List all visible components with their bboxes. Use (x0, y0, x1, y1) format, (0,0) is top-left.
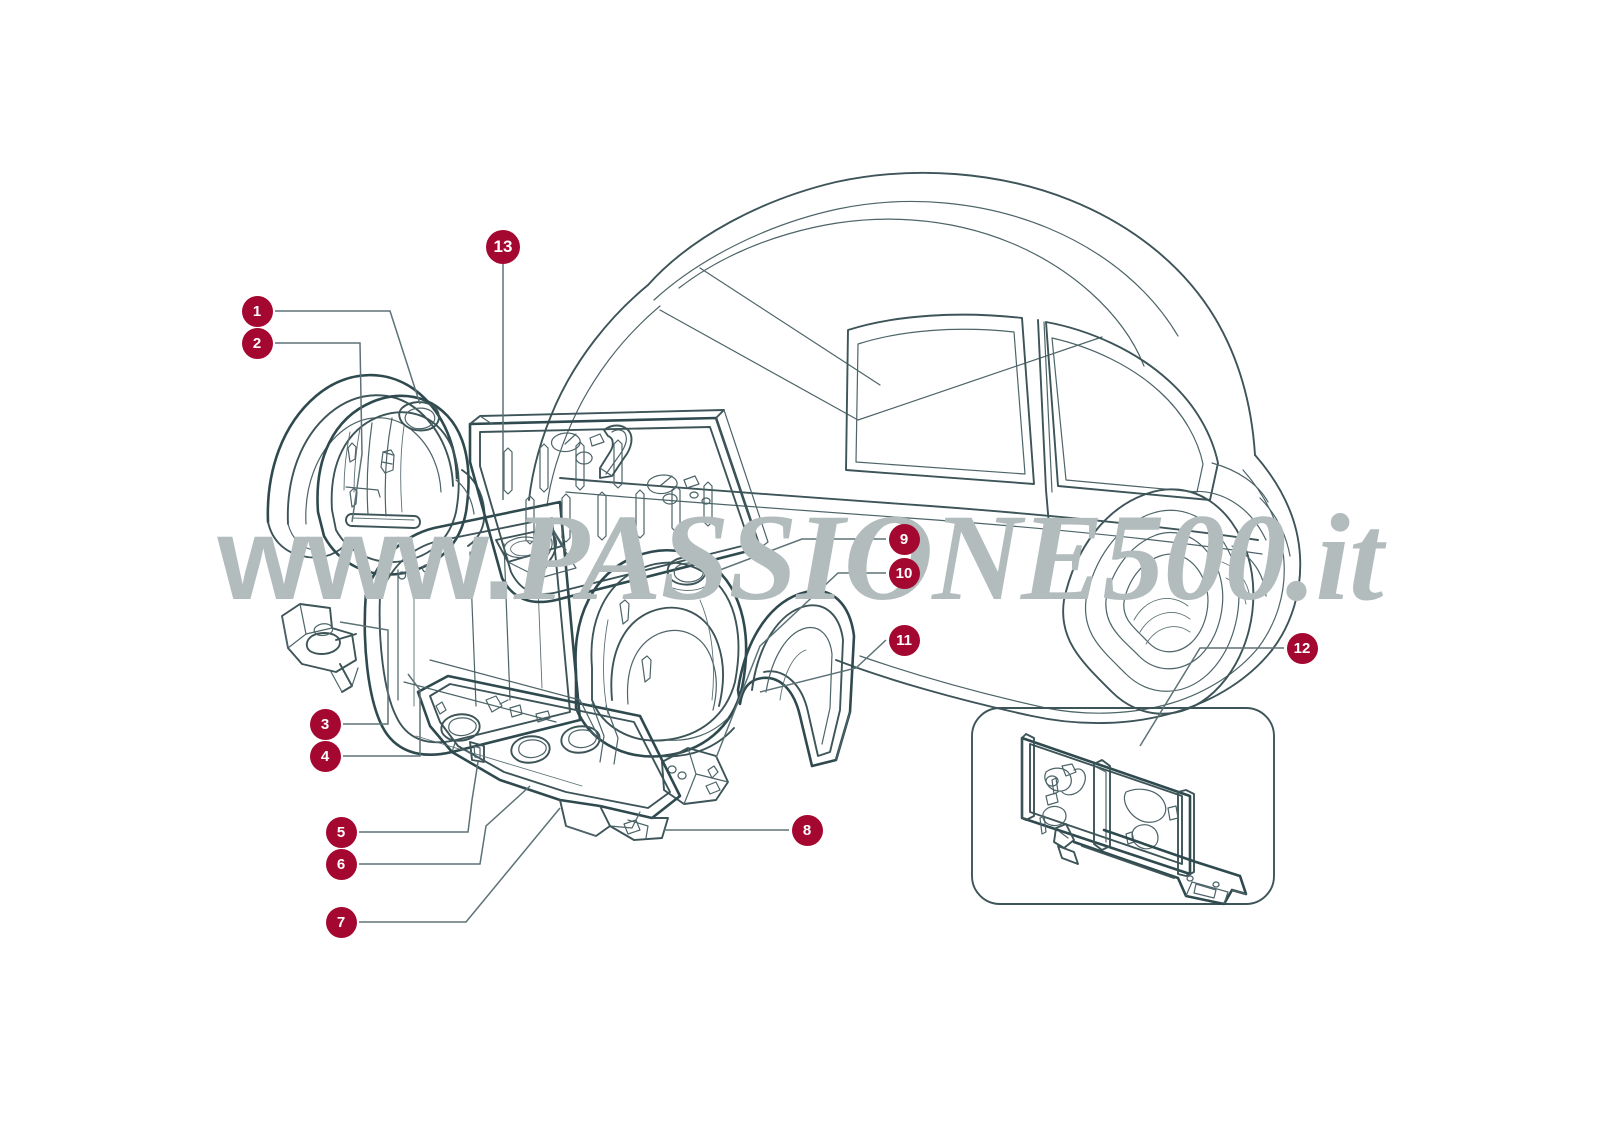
callout-badge-label: 1 (252, 302, 262, 320)
part-chassis-rail (416, 674, 682, 841)
callout-badge-label: 10 (895, 564, 913, 582)
callout-badge-12[interactable]: 12 (1286, 632, 1318, 664)
callout-badge-11[interactable]: 11 (888, 624, 920, 656)
part-diagonal-braces (403, 659, 619, 787)
inset-detail-box (971, 707, 1275, 906)
car-body-outline (528, 171, 1302, 725)
callout-badge-label: 7 (336, 913, 346, 931)
callout-badge-label: 5 (336, 823, 346, 841)
callout-badge-label: 11 (896, 631, 912, 649)
part-boot-deck-slotted (468, 409, 769, 604)
callout-badge-label: 8 (802, 821, 812, 839)
callout-badge-label: 6 (336, 855, 346, 873)
callout-badge-9[interactable]: 9 (888, 523, 920, 555)
callout-badge-label: 3 (320, 715, 330, 733)
part-outer-wheel-arch (266, 373, 459, 559)
part-bracket-small (281, 603, 359, 693)
callout-badge-1[interactable]: 1 (241, 295, 273, 327)
callout-badge-3[interactable]: 3 (309, 708, 341, 740)
callout-badge-13[interactable]: 13 (486, 230, 520, 264)
inset-rear-panel-assembly (1020, 733, 1248, 906)
callout-badge-label: 12 (1293, 639, 1311, 657)
callout-badge-8[interactable]: 8 (791, 814, 823, 846)
callout-badge-label: 4 (320, 747, 330, 765)
callout-badge-7[interactable]: 7 (325, 906, 357, 938)
callout-leader-lines (275, 264, 1284, 923)
callout-badge-label: 9 (899, 530, 909, 548)
callout-badge-2[interactable]: 2 (241, 327, 273, 359)
callout-badge-label: 13 (493, 237, 513, 256)
part-rear-quarter-skin (736, 589, 856, 768)
callout-badge-label: 2 (252, 334, 262, 352)
callout-badge-10[interactable]: 10 (888, 557, 920, 589)
callout-badge-6[interactable]: 6 (325, 848, 357, 880)
part-inner-wheel-arch-right (574, 548, 748, 758)
part-rear-mount-brackets (661, 747, 729, 805)
callout-badge-5[interactable]: 5 (325, 816, 357, 848)
callout-badge-4[interactable]: 4 (309, 740, 341, 772)
